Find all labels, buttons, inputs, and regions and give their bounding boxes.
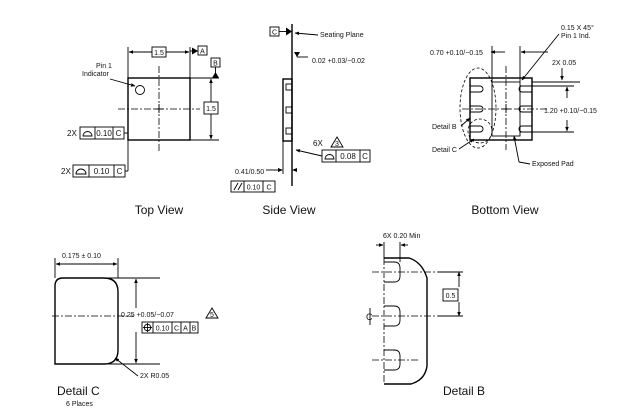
top-view-title: Top View xyxy=(135,203,184,217)
detail-c-width: 0.175 ± 0.10 xyxy=(62,253,101,260)
lead-count: 6X xyxy=(313,139,323,148)
package-height-dim: 0.41/0.50 xyxy=(235,169,264,176)
detail-c-subtitle: 6 Places xyxy=(66,401,93,408)
note-triangle xyxy=(330,136,344,148)
side-view-body xyxy=(282,78,293,142)
top-view: Pin 1 Indicator 1.5 A B 1.5 2X 0.10 xyxy=(61,45,221,178)
datum-b: B xyxy=(213,61,218,68)
bottom-view-title: Bottom View xyxy=(471,203,538,217)
datum-a: A xyxy=(200,49,205,56)
standoff-dim: 0.02 +0.03/−0.02 xyxy=(312,58,365,65)
top-height-dim: 1.5 xyxy=(206,106,216,113)
detail-b-pitch: 0.5 xyxy=(446,293,456,300)
fcf2-count: 2X xyxy=(61,167,71,176)
fcf2-tol: 0.10 xyxy=(94,167,110,176)
datum-c: C xyxy=(272,30,277,37)
seating-plane-label: Seating Plane xyxy=(320,32,364,39)
gap-dim: 2X 0.05 xyxy=(552,60,576,67)
pad-length-dim: 0.70 +0.10/−0.15 xyxy=(430,50,483,57)
detail-c-fcf-d1: C xyxy=(174,326,179,333)
detail-b-package-edge xyxy=(384,257,428,385)
side-view-title: Side View xyxy=(262,203,315,217)
detail-c-fcf-d2: A xyxy=(183,326,188,333)
chamfer-dim: 0.15 X 45° xyxy=(561,24,594,32)
fcf1-count: 2X xyxy=(67,129,77,138)
bottom-view: 0.15 X 45° Pin 1 Ind. 0.70 +0.10/−0.15 2… xyxy=(430,24,597,168)
pin1-label-line1: Pin 1 xyxy=(96,63,112,70)
detail-c-ref: Detail C xyxy=(432,147,457,154)
coplanarity-datum: C xyxy=(362,152,368,161)
profile-surface-symbol xyxy=(82,131,93,137)
pad-width-dim: 1.20 +0.10/−0.15 xyxy=(544,108,597,115)
detail-c-fcf-tol: 0.10 xyxy=(156,326,170,333)
detail-b: 6X 0.20 Min 0.5 C xyxy=(366,233,463,385)
detail-b-width-dim: 6X 0.20 Min xyxy=(383,233,420,240)
pin1-label-line2: Indicator xyxy=(82,71,110,78)
detail-c-fcf-d3: B xyxy=(192,326,197,333)
detail-b-callout xyxy=(459,67,497,149)
detail-b-title: Detail B xyxy=(443,384,485,398)
detail-c-lead-outline xyxy=(54,277,119,365)
detail-c-length: 0.25 +0.05/−0.07 xyxy=(121,312,174,319)
detail-c: 0.175 ± 0.10 0.25 +0.05/−0.07 5 0.10 C A… xyxy=(52,253,219,380)
chamfer-sub: Pin 1 Ind. xyxy=(561,33,591,40)
side-fcf-datum: C xyxy=(266,185,271,192)
detail-c-note-num: 5 xyxy=(210,312,214,319)
fcf2-datum: C xyxy=(117,167,123,176)
detail-b-ref: Detail B xyxy=(432,124,457,131)
detail-c-radius: 2X R0.05 xyxy=(140,373,169,380)
fcf1-tol: 0.10 xyxy=(96,129,112,138)
fcf1-datum: C xyxy=(116,129,122,138)
pin1-indicator-mark xyxy=(135,85,145,95)
exposed-pad-label: Exposed Pad xyxy=(532,161,574,168)
coplanarity-tol: 0.08 xyxy=(340,152,356,161)
side-note-num: 3 xyxy=(335,141,339,148)
detail-c-callout xyxy=(467,118,493,144)
centerline-symbol: C xyxy=(366,312,373,322)
detail-c-title: Detail C xyxy=(57,384,100,398)
top-width-dim: 1.5 xyxy=(154,50,164,57)
side-view: C Seating Plane 0.02 +0.03/−0.02 0.41/0.… xyxy=(230,24,371,193)
side-fcf-tol: 0.10 xyxy=(247,185,261,192)
